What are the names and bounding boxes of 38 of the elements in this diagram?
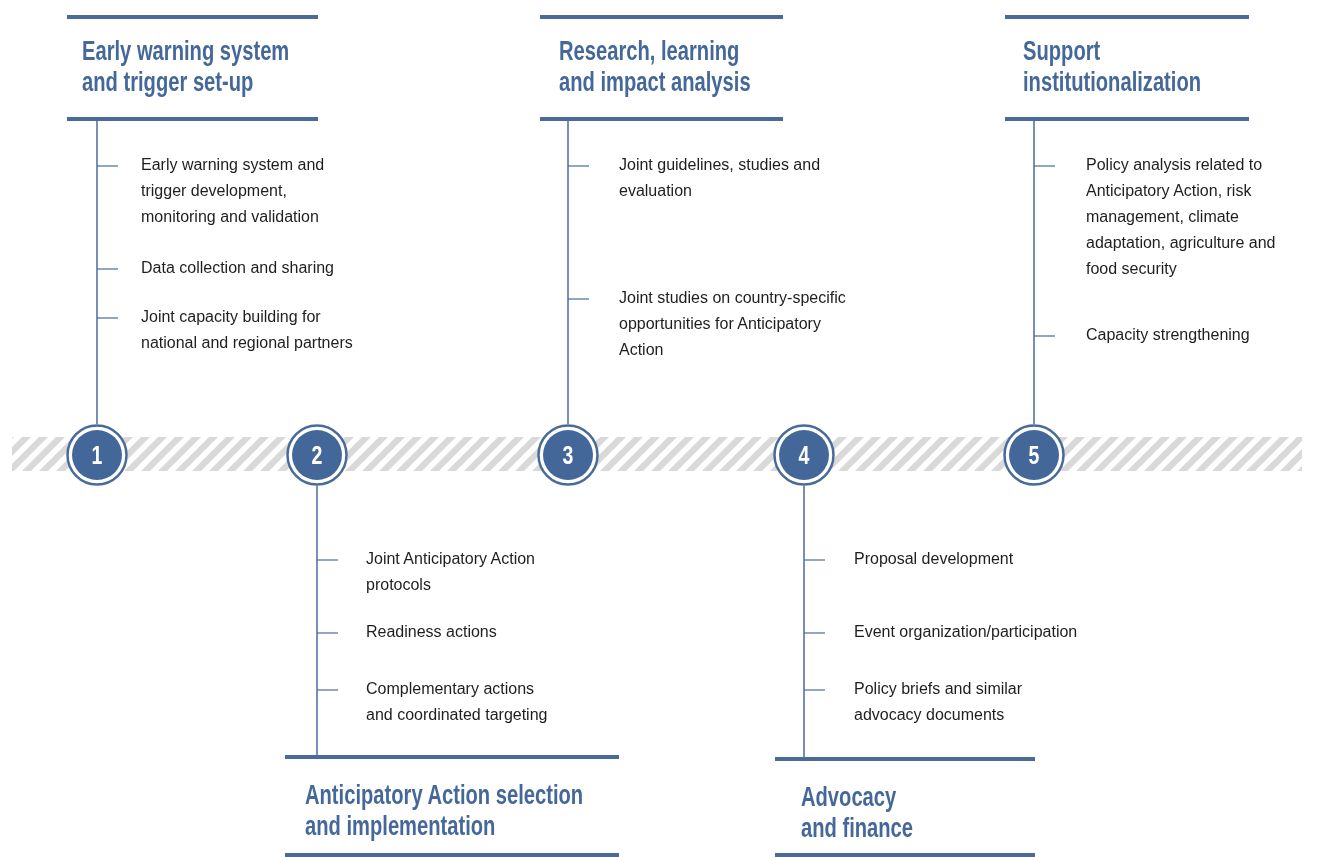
connector-line (803, 485, 805, 758)
connector-line (567, 120, 569, 425)
connector-line (96, 120, 98, 425)
activity-text: Joint studies on country-specific opportunities for Anticipatory Action (619, 288, 847, 360)
step-circle (66, 424, 128, 486)
activity-text: Policy briefs and similar advocacy documents (854, 679, 1024, 725)
activity-text: Joint Anticipatory Action protocols (366, 549, 536, 595)
heading-band (1005, 15, 1249, 121)
step-circle (773, 424, 835, 486)
heading-band (285, 755, 619, 857)
activity-text: Data collection and sharing (141, 258, 335, 278)
activity-text: Event organization/participation (854, 622, 1079, 642)
step-circle (286, 424, 348, 486)
heading-band (775, 757, 1035, 857)
step-circle (537, 424, 599, 486)
activity-text: Readiness actions (366, 622, 498, 642)
step-number: 1 (90, 439, 104, 472)
activity-text: Proposal development (854, 549, 1015, 569)
column-heading: Anticipatory Action selection and implementation (305, 779, 585, 841)
connector-line (1033, 120, 1035, 425)
activity-text: Capacity strengthening (1086, 325, 1251, 345)
column-heading: Support institutionalization (1023, 35, 1203, 97)
activity-text: Policy analysis related to Anticipatory Action, risk management, climate adaptation, agriculture and food security (1086, 155, 1277, 279)
column-heading: Early warning system and trigger set-up (82, 35, 291, 97)
column-heading: Advocacy and finance (801, 781, 915, 843)
activity-text: Early warning system and trigger development, monitoring and validation (141, 155, 326, 227)
step-number: 3 (561, 439, 575, 472)
step-circle (1003, 424, 1065, 486)
step-number: 4 (797, 439, 811, 472)
connector-line (316, 485, 318, 756)
activity-text: Joint capacity building for national and regional partners (141, 307, 354, 353)
step-number: 5 (1027, 439, 1041, 472)
activity-text: Complementary actions and coordinated targeting (366, 679, 549, 725)
heading-band (540, 15, 783, 121)
activity-text: Joint guidelines, studies and evaluation (619, 155, 822, 201)
column-heading: Research, learning and impact analysis (559, 35, 752, 97)
step-number: 2 (310, 439, 324, 472)
heading-band (67, 15, 318, 121)
